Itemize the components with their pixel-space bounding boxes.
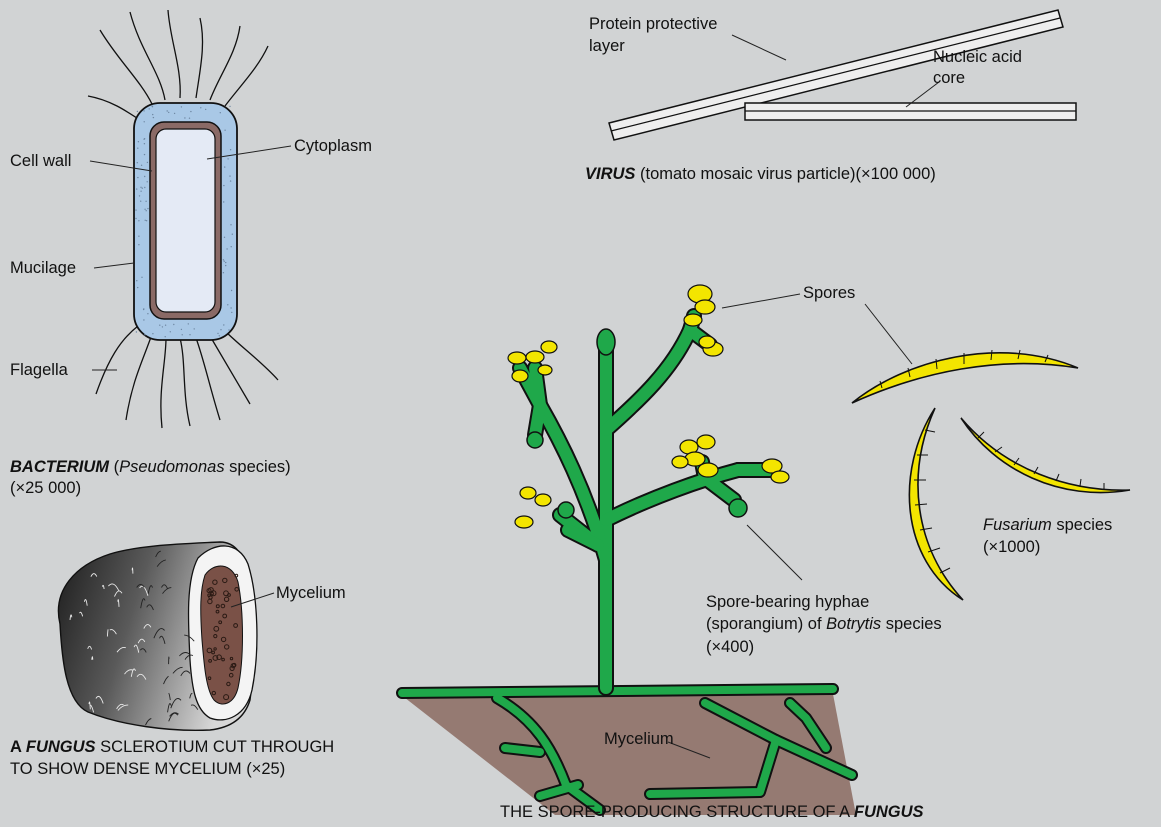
virus-caption-rest: (tomato mosaic virus particle)(×100 000) — [635, 165, 935, 183]
fusarium-spore-left — [909, 408, 963, 600]
fungus-caption-prefix: THE SPORE-PRODUCING STRUCTURE OF A — [500, 803, 854, 821]
label-cell-wall: Cell wall — [10, 151, 71, 171]
botrytis-leaders — [722, 294, 802, 580]
label-fusarium-species: species — [1052, 516, 1113, 534]
label-nucleic-line1: Nucleic acid — [933, 47, 1022, 67]
label-protein-line2: layer — [589, 36, 625, 56]
label-protein-line1: Protein protective — [589, 14, 717, 34]
sclerotium-caption-suffix: SCLEROTIUM CUT THROUGH — [96, 738, 335, 756]
bacterium-caption-name: BACTERIUM — [10, 458, 109, 476]
label-mucilage: Mucilage — [10, 258, 76, 278]
bacterium-caption-paren: ( — [109, 458, 119, 476]
label-nucleic-line2: core — [933, 68, 965, 88]
label-hyphae-magnification: (×400) — [706, 637, 754, 657]
soil-wedge — [400, 694, 856, 815]
label-hyphae-line1: Spore-bearing hyphae — [706, 592, 869, 612]
fusarium-spore-top — [852, 353, 1078, 403]
sclerotium-caption-line2: TO SHOW DENSE MYCELIUM (×25) — [10, 759, 285, 780]
fungus-caption: THE SPORE-PRODUCING STRUCTURE OF A FUNGU… — [500, 802, 924, 823]
label-hyphae-line2-suffix: species — [881, 615, 942, 633]
bacterium-cytoplasm — [156, 129, 215, 312]
label-fusarium-genus: Fusarium — [983, 516, 1052, 534]
label-mycelium-sclerotium: Mycelium — [276, 583, 346, 603]
virus-caption-name: VIRUS — [585, 165, 635, 183]
label-flagella: Flagella — [10, 360, 68, 380]
fungus-caption-name: FUNGUS — [854, 803, 924, 821]
label-mycelium-soil: Mycelium — [604, 729, 674, 749]
virus-caption: VIRUS (tomato mosaic virus particle)(×10… — [585, 164, 936, 185]
label-spores: Spores — [803, 283, 855, 303]
label-fusarium-magnification: (×1000) — [983, 537, 1040, 557]
sclerotium-caption-prefix: A — [10, 738, 26, 756]
sclerotium-caption-line1: A FUNGUS SCLEROTIUM CUT THROUGH — [10, 737, 334, 758]
bacterium-caption-rest: species) — [225, 458, 291, 476]
label-hyphae-line2-prefix: (sporangium) of — [706, 615, 826, 633]
label-cytoplasm: Cytoplasm — [294, 136, 372, 156]
fusarium-leader — [865, 304, 912, 364]
bacterium-magnification: (×25 000) — [10, 478, 81, 499]
fusarium-spore-right — [961, 418, 1130, 493]
label-hyphae-genus: Botrytis — [826, 615, 881, 633]
bacterium-caption-genus: Pseudomonas — [119, 458, 225, 476]
bacterium-caption: BACTERIUM (Pseudomonas species) — [10, 457, 291, 478]
label-hyphae-line2: (sporangium) of Botrytis species — [706, 614, 942, 634]
botrytis-spores — [508, 285, 789, 528]
sclerotium — [58, 542, 256, 730]
virus-particle-short — [745, 103, 1076, 120]
label-fusarium: Fusarium species — [983, 515, 1112, 535]
sclerotium-caption-name: FUNGUS — [26, 738, 96, 756]
